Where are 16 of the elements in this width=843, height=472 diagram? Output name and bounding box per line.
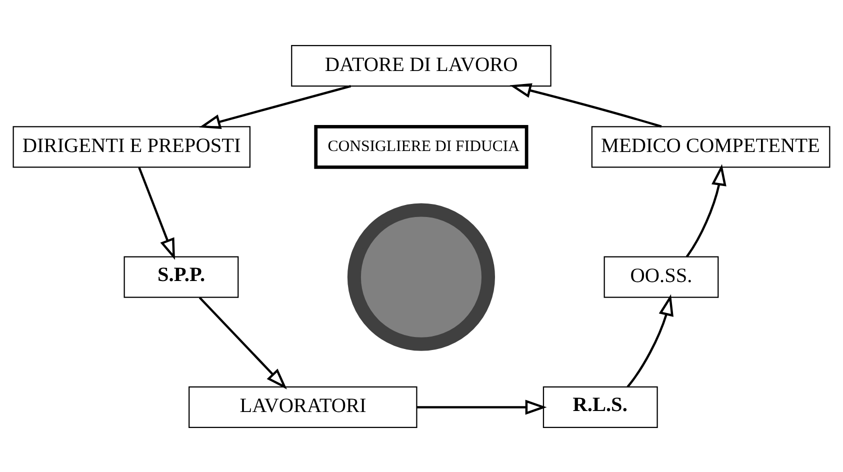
node-box: DIRIGENTI E PREPOSTI <box>12 126 250 168</box>
node-box: R.L.S. <box>542 386 658 428</box>
arrow <box>199 84 352 129</box>
node-box: MEDICO COMPETENTE <box>591 126 830 168</box>
arrow <box>510 82 662 128</box>
node-box: OO.SS. <box>604 256 719 298</box>
arrow <box>686 164 726 257</box>
arrow <box>138 166 175 260</box>
node-box: S.P.P. <box>124 256 239 298</box>
arrow <box>626 294 674 388</box>
arrow <box>416 399 547 414</box>
node-box: DATORE DI LAVORO <box>291 44 552 86</box>
node-box: LAVORATORI <box>188 386 418 428</box>
arrow <box>198 296 287 389</box>
node-box: CONSIGLIERE DI FIDUCIA <box>314 124 528 168</box>
node-picture <box>347 202 496 350</box>
